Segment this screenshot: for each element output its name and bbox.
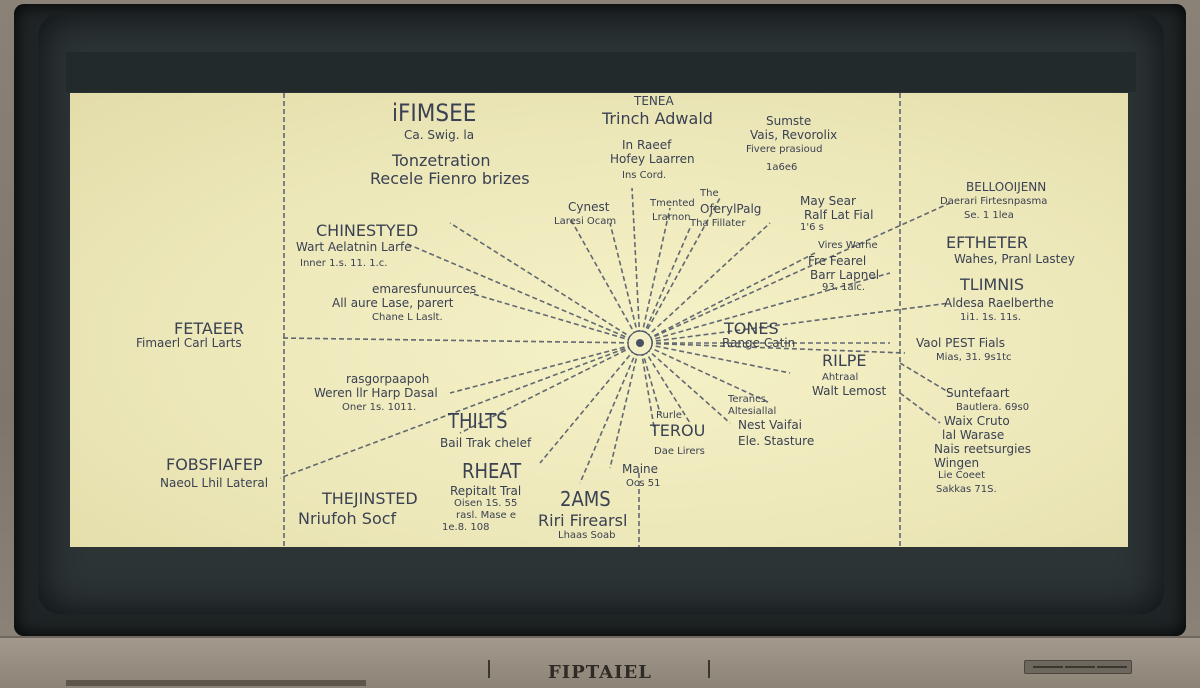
diagram-label: NaeoL Lhil Lateral xyxy=(160,476,269,490)
diagram-label: Waix Cruto xyxy=(944,414,1010,428)
diagram-label: Fivere prasioud xyxy=(746,144,823,155)
diagram-label: Tmented xyxy=(650,198,695,209)
diagram-label: Se. 1 1lea xyxy=(964,210,1014,221)
diagram-label: Ca. Swig. la xyxy=(404,128,475,142)
diagram-label: Recele Fienro brizes xyxy=(370,169,530,188)
diagram-label: Ele. Stasture xyxy=(738,434,815,448)
diagram-label: Daerari Firtesnpasma xyxy=(940,196,1048,207)
diagram-label: Fimaerl Carl Larts xyxy=(136,336,242,350)
diagram-label: 2AMS xyxy=(560,487,611,511)
diagram-display: iFIMSEE Ca. Swig. la Tonzetration Recele… xyxy=(70,93,1128,547)
diagram-label: Hofey Laarren xyxy=(610,152,695,166)
diagram-label: rasl. Mase e xyxy=(456,510,517,521)
diagram-label: Laresi Ocam xyxy=(554,216,617,227)
diagram-label: All aure Lase, parert xyxy=(332,296,454,310)
screen-top-band xyxy=(66,52,1136,92)
diagram-label: iFIMSEE xyxy=(392,99,477,127)
diagram-label: Sumste xyxy=(766,114,812,128)
diagram-label: CHINESTYED xyxy=(316,221,419,240)
diagram-label: Wahes, Pranl Lastey xyxy=(954,252,1075,266)
diagram-label: Nais reetsurgies xyxy=(934,442,1032,456)
diagram-label: Lhaas Soab xyxy=(558,530,616,541)
diagram-label: Lrarnon xyxy=(652,212,691,223)
diagram-label: Riri Firearsl xyxy=(538,511,628,530)
diagram-label: Ocs 51 xyxy=(626,478,661,489)
diagram-label: BELLOOIJENN xyxy=(966,180,1047,194)
diagram-label: lal Warase xyxy=(942,428,1005,442)
diagram-label: FOBSFIAFEP xyxy=(166,455,263,474)
diagram-label: 1a6e6 xyxy=(766,162,798,173)
diagram-label: Tha Fillater xyxy=(690,218,746,229)
diagram-label: Vires Warhe xyxy=(818,240,878,251)
diagram-label: Weren llr Harp Dasal xyxy=(314,386,438,400)
diagram-label: Wart Aelatnin Larfe xyxy=(296,240,412,254)
diagram-label: RILPE xyxy=(822,351,867,370)
monitor-chin xyxy=(0,636,1200,688)
vent-grille xyxy=(1024,660,1132,674)
diagram-label: RHEAT xyxy=(462,459,522,483)
diagram-label: Aldesa Raelberthe xyxy=(944,296,1054,310)
diagram-label: TLIMNIS xyxy=(960,275,1025,294)
radial-diagram-lines xyxy=(279,93,951,547)
diagram-label: Inner 1.s. 11. 1.c. xyxy=(300,258,388,269)
diagram-label: Trinch Adwald xyxy=(602,109,713,128)
diagram-label: Fre Fearel xyxy=(808,254,867,268)
diagram-label: Maine xyxy=(622,462,659,476)
diagram-label: Oner 1s. 1011. xyxy=(342,402,417,413)
diagram-label: Ahtraal xyxy=(822,372,859,383)
diagram-label: OferylPalg xyxy=(700,202,762,216)
diagram-label: Ralf Lat Fial xyxy=(804,208,874,222)
diagram-label: Walt Lemost xyxy=(812,384,887,398)
diagram-label: Dae Lirers xyxy=(654,446,705,457)
diagram-label: Oisen 1S. 55 xyxy=(454,498,518,509)
diagram-label: Lie Coeet xyxy=(938,470,986,481)
diagram-label: Mias, 31. 9s1tc xyxy=(936,352,1012,363)
diagram-label: Ins Cord. xyxy=(622,170,667,181)
diagram-label: TONES xyxy=(724,319,779,338)
diagram-label: Chane L Laslt. xyxy=(372,312,443,323)
diagram-label: 1'6 s xyxy=(800,222,824,233)
diagram-label: 1e.8. 108 xyxy=(442,522,490,533)
diagram-label: rasgorpaapoh xyxy=(346,372,430,386)
diagram-label: 1i1. 1s. 11s. xyxy=(960,312,1021,323)
diagram-label: Cynest xyxy=(568,200,610,214)
diagram-label: THILTS xyxy=(448,409,508,433)
diagram-label: Nest Vaifai xyxy=(738,418,803,432)
diagram-label: May Sear xyxy=(800,194,856,208)
diagram-label: Tonzetration xyxy=(392,151,491,170)
diagram-label: Vais, Revorolix xyxy=(750,128,838,142)
diagram-label: Sakkas 71S. xyxy=(936,484,997,495)
diagram-label: Bautlera. 69s0 xyxy=(956,402,1030,413)
diagram-label: TENEA xyxy=(634,94,674,108)
monitor-brand-label: FIPTAIEL xyxy=(548,662,652,683)
diagram-label: Rurle xyxy=(656,410,682,421)
diagram-label: emaresfunuurces xyxy=(372,282,477,296)
diagram-label: Wingen xyxy=(934,456,980,470)
diagram-label: TEROU xyxy=(650,421,706,440)
diagram-label: Nriufoh Socf xyxy=(298,509,397,528)
diagram-label: Repitalt Tral xyxy=(450,484,522,498)
divider xyxy=(488,660,490,678)
diagram-label: Barr Lapnel xyxy=(810,268,880,282)
diagram-label: Range Catin xyxy=(722,336,796,350)
diagram-hub xyxy=(627,330,653,356)
diagram-label: EFTHETER xyxy=(946,233,1028,252)
diagram-label: 93. 1alc. xyxy=(822,282,866,293)
diagram-label: Vaol PEST Fials xyxy=(916,336,1006,350)
disk-slot xyxy=(66,680,366,686)
divider xyxy=(708,660,710,678)
diagram-label: In Raeef xyxy=(622,138,672,152)
diagram-label: Terancs xyxy=(728,394,766,405)
diagram-label: THEJINSTED xyxy=(322,489,418,508)
diagram-label: Bail Trak chelef xyxy=(440,436,532,450)
diagram-label: FETAEER xyxy=(174,319,245,338)
diagram-label: Suntefaart xyxy=(946,386,1010,400)
diagram-label: Altesiallal xyxy=(728,406,777,417)
diagram-label: The xyxy=(700,188,719,199)
